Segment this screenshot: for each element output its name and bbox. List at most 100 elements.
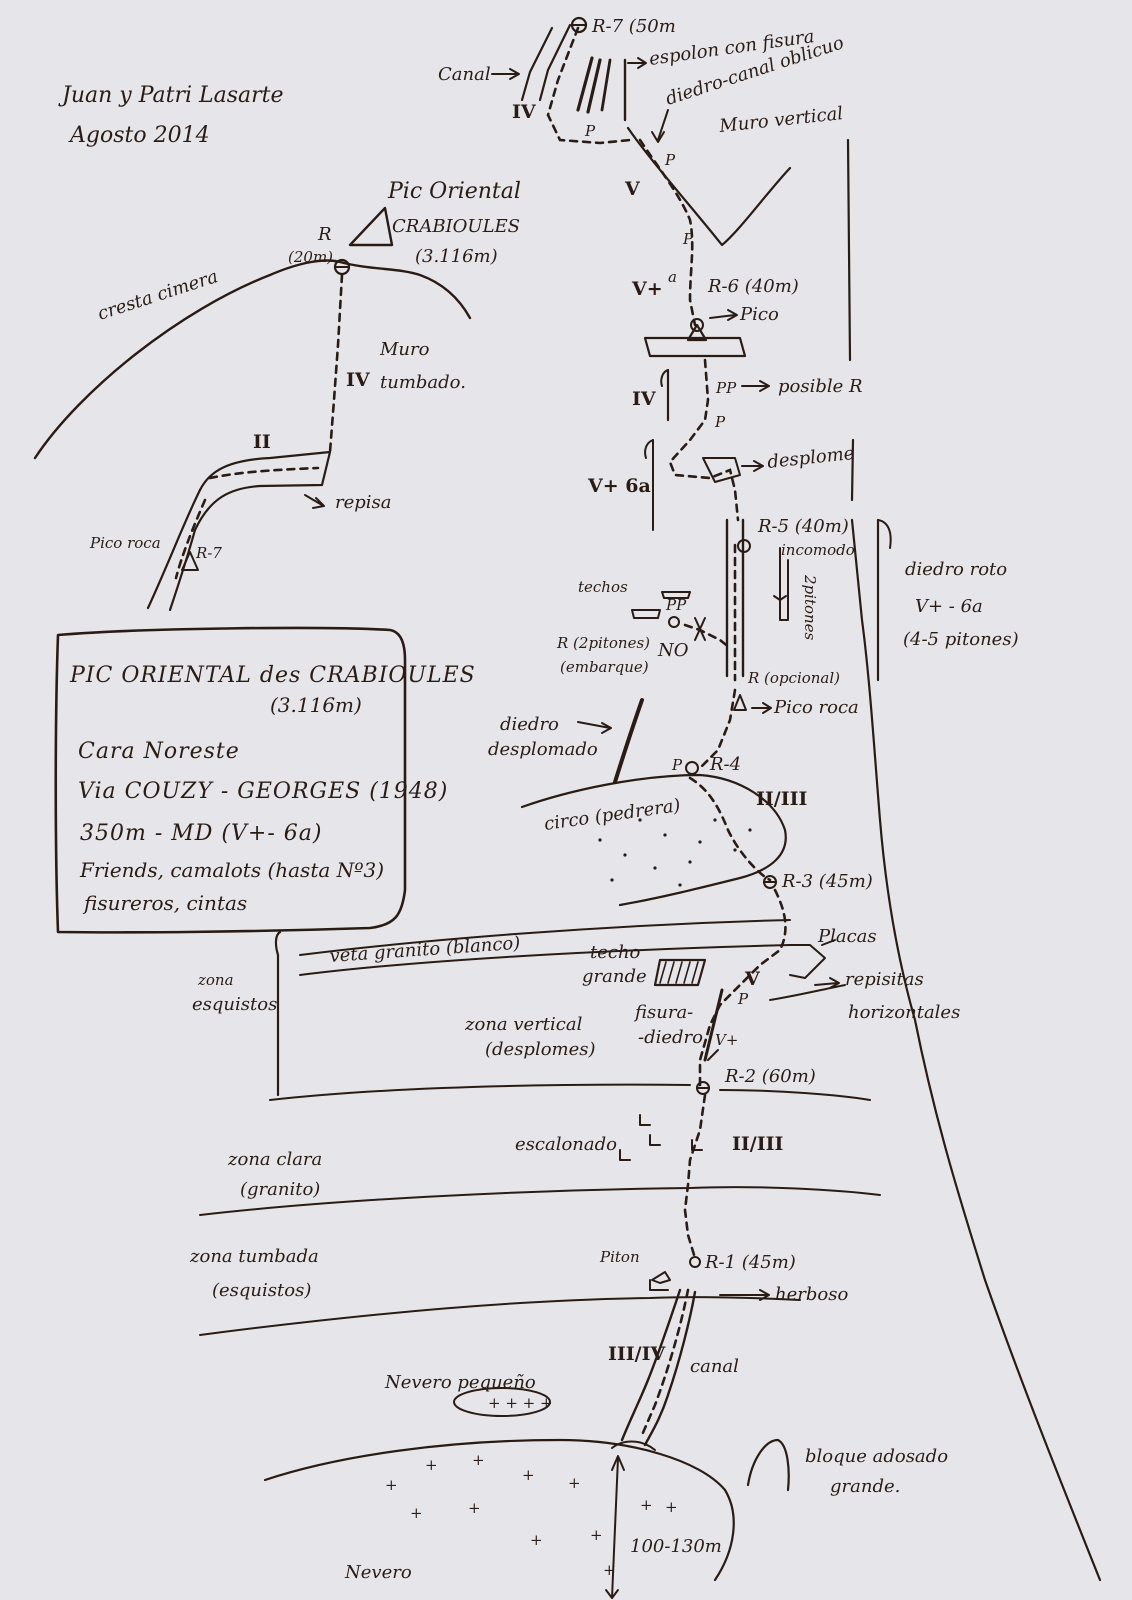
lower-techo-1: techo bbox=[590, 942, 641, 963]
lower-grade-v: V bbox=[744, 968, 761, 990]
inset-grade-iv: IV bbox=[346, 369, 371, 391]
lower-zona-esq-2: esquistos bbox=[192, 994, 277, 1015]
r5-belay-icon bbox=[737, 539, 751, 553]
summit-triangle-icon bbox=[348, 206, 394, 247]
lower-zona-tumbada-1: zona tumbada bbox=[189, 1246, 319, 1267]
circo-label: circo (pedrera) bbox=[543, 795, 682, 835]
svg-text:+: + bbox=[530, 1531, 543, 1549]
summit-name-line2: CRABIOULES bbox=[392, 216, 520, 237]
route-r6-r5 bbox=[668, 358, 740, 522]
mid-techos: techos bbox=[578, 578, 628, 596]
lower-nevero: Nevero bbox=[344, 1562, 412, 1583]
top-grade-vplus: V+ bbox=[631, 278, 663, 300]
band-line-3 bbox=[199, 1296, 801, 1336]
embarque-belay-icon bbox=[668, 616, 680, 628]
svg-text:+: + bbox=[522, 1466, 535, 1484]
lower-zona-tumbada-2: (esquistos) bbox=[212, 1280, 311, 1301]
r6-pico-icon bbox=[686, 323, 708, 342]
mid-p: P bbox=[714, 413, 726, 431]
band-line-1 bbox=[269, 1083, 691, 1101]
lower-bloque-1: bloque adosado bbox=[805, 1446, 948, 1467]
top-grade-iv: IV bbox=[512, 101, 537, 123]
mid-posible-r: posible R bbox=[778, 376, 863, 397]
techo-grande-block bbox=[653, 958, 707, 987]
lower-grade-iiiii: II/III bbox=[732, 1133, 783, 1155]
mid-grade-v6a: V+ 6a bbox=[587, 475, 651, 497]
circo-outline bbox=[520, 773, 787, 907]
veta-line-2 bbox=[299, 944, 791, 976]
authors-label: Juan y Patri Lasarte bbox=[58, 83, 284, 108]
lower-zona-clara-1: zona clara bbox=[227, 1149, 322, 1170]
bloque-outline bbox=[746, 1438, 790, 1492]
ridge-label: cresta cimera bbox=[95, 266, 221, 325]
lower-zona-vertical-2: (desplomes) bbox=[485, 1039, 596, 1060]
step-icon-1 bbox=[639, 1114, 651, 1126]
info-gear-2: fisureros, cintas bbox=[82, 891, 247, 915]
r2-label: R-2 (60m) bbox=[724, 1066, 816, 1087]
info-face: Cara Noreste bbox=[78, 739, 240, 764]
piton-icon bbox=[651, 1271, 671, 1284]
lower-piton: Piton bbox=[599, 1248, 640, 1266]
lower-repisitas-2: horizontales bbox=[848, 1002, 960, 1023]
lower-distance: 100-130m bbox=[630, 1536, 722, 1557]
mid-pitones: (4-5 pitones) bbox=[903, 629, 1019, 650]
lower-section: veta granito (blanco) Placas techo grand… bbox=[189, 888, 960, 1599]
lower-zona-vertical-1: zona vertical bbox=[464, 1014, 583, 1035]
scree-dots bbox=[598, 818, 752, 887]
top-a-label: a bbox=[668, 268, 677, 286]
repisa-ledge bbox=[193, 450, 332, 532]
muro-vertical-label: Muro vertical bbox=[717, 103, 844, 137]
lower-grade-iiiiv: III/IV bbox=[608, 1343, 666, 1365]
mid-r-embarque-1: R (2pitones) bbox=[556, 634, 650, 652]
r5-label: R-5 (40m) bbox=[757, 516, 849, 537]
r6-label: R-6 (40m) bbox=[707, 276, 799, 297]
svg-text:+: + bbox=[468, 1499, 481, 1517]
r1-label: R-1 (45m) bbox=[704, 1252, 796, 1273]
mid-diedro-roto: diedro roto bbox=[905, 559, 1007, 580]
inset-repisa-label: repisa bbox=[335, 492, 392, 513]
summit-ridge-line bbox=[33, 259, 472, 460]
lower-fisura-1: fisura- bbox=[633, 1002, 693, 1023]
veta-line-1 bbox=[299, 919, 791, 956]
muro-vertical-line bbox=[626, 126, 792, 247]
route-r4-r3 bbox=[688, 776, 772, 882]
summit-belay-label: R bbox=[317, 224, 332, 245]
desplome-block bbox=[702, 457, 741, 483]
mid-grade-iii: II/III bbox=[756, 788, 807, 810]
r4-belay-icon bbox=[685, 761, 699, 775]
mid-desplome-label: desplome bbox=[766, 443, 855, 473]
esquistos-bracket bbox=[274, 930, 282, 1097]
band-line-2 bbox=[199, 1186, 881, 1216]
route-top-traverse bbox=[546, 26, 632, 145]
svg-text:+: + bbox=[568, 1474, 581, 1492]
info-altitude: (3.116m) bbox=[270, 693, 362, 717]
summit-belay-length: (20m) bbox=[288, 248, 333, 266]
svg-text:+: + bbox=[665, 1498, 678, 1516]
mid-pico-roca: Pico roca bbox=[773, 697, 859, 718]
top-p3: P bbox=[682, 230, 694, 248]
info-grade: 350m - MD (V+- 6a) bbox=[80, 821, 322, 846]
right-wall-line-top bbox=[846, 138, 852, 362]
canal-top-label: Canal bbox=[438, 64, 491, 85]
summit-altitude: (3.116m) bbox=[415, 246, 498, 267]
mid-diedro-desplomado-1: diedro bbox=[500, 714, 559, 735]
mid-diedro-desplomado-2: desplomado bbox=[488, 739, 598, 760]
route-r2-r1 bbox=[683, 1093, 707, 1260]
date-label: Agosto 2014 bbox=[68, 123, 210, 148]
mid-no-label: NO bbox=[657, 640, 689, 661]
r1-belay-icon bbox=[689, 1256, 701, 1268]
top-grade-v: V bbox=[624, 178, 641, 200]
top-p1: P bbox=[584, 122, 596, 140]
lower-techo-2: grande bbox=[582, 966, 647, 987]
svg-text:+ + + +: + + + + bbox=[488, 1394, 553, 1412]
inset-muro-1: Muro bbox=[379, 339, 430, 360]
pico-roca-icon bbox=[181, 551, 199, 571]
lower-nevero-peq: Nevero pequeño bbox=[384, 1372, 536, 1393]
lower-repisitas-1: repisitas bbox=[845, 969, 924, 990]
no-cross-icon bbox=[694, 617, 706, 641]
lower-escalonado: escalonado bbox=[515, 1134, 617, 1155]
right-wall-line bbox=[850, 518, 1102, 1582]
lower-zona-clara-2: (granito) bbox=[240, 1179, 320, 1200]
svg-text:+: + bbox=[640, 1496, 653, 1514]
svg-text:+: + bbox=[425, 1456, 438, 1474]
